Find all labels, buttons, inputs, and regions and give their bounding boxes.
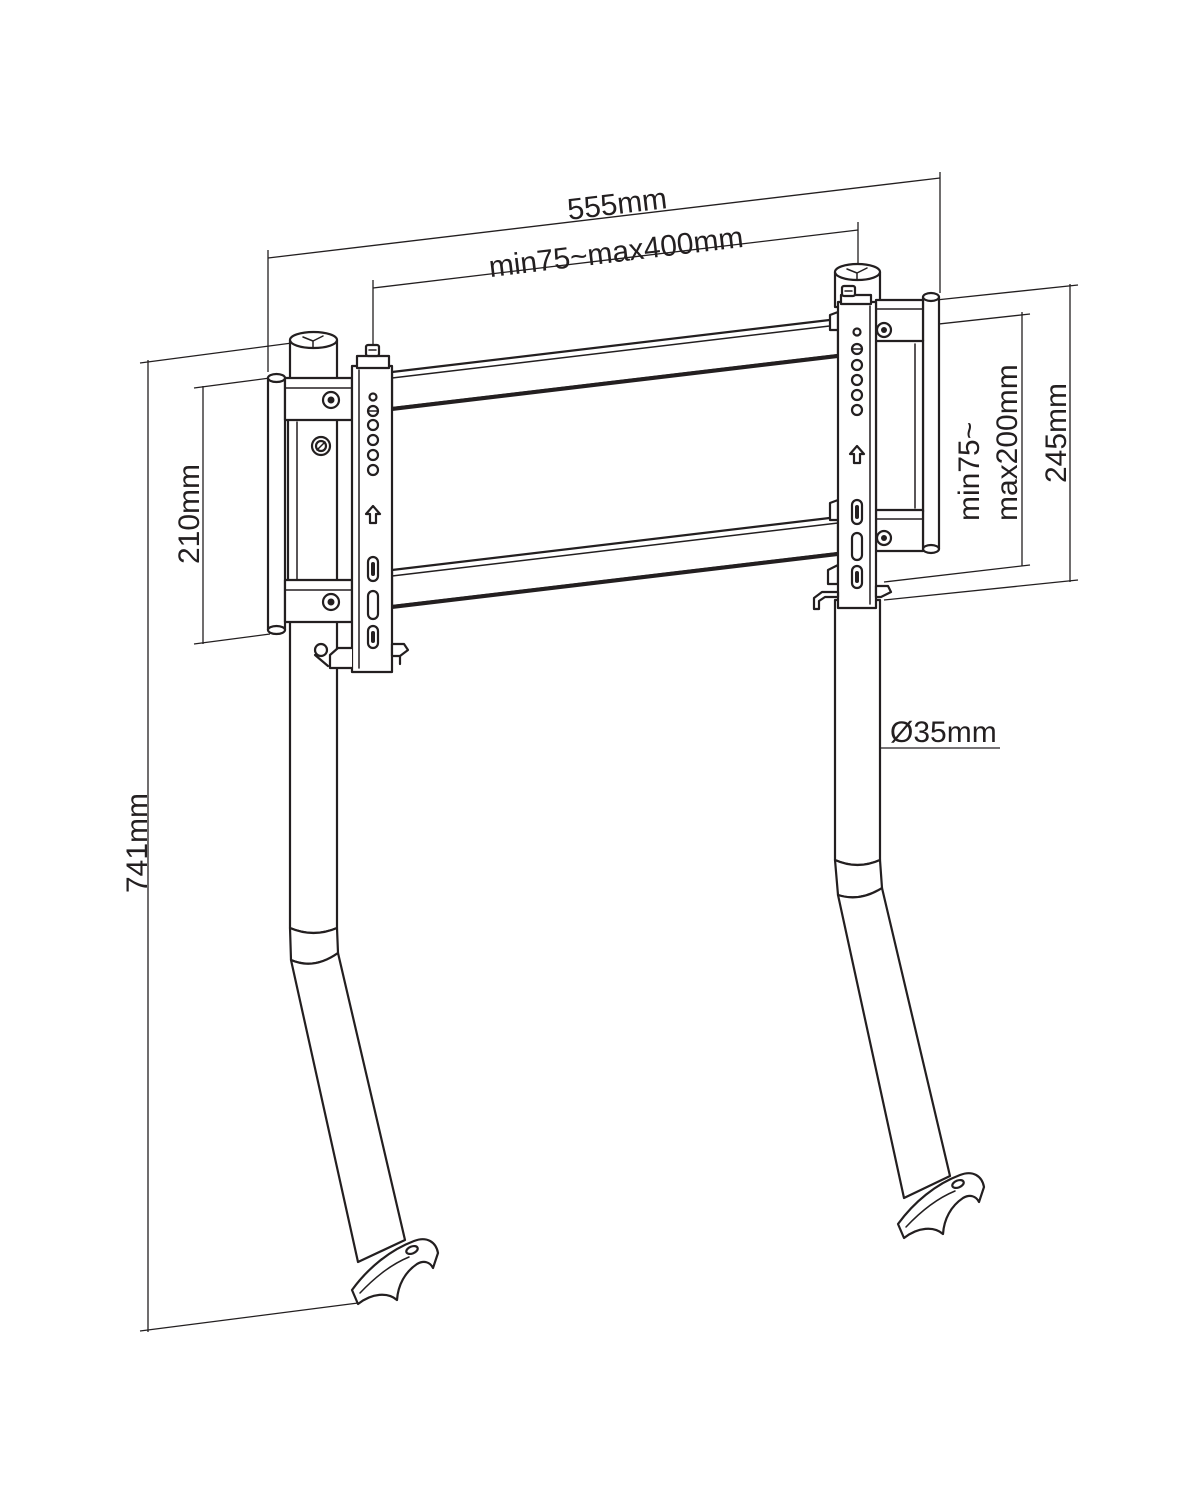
right-vesa-arm bbox=[812, 284, 893, 611]
right-tube-angled bbox=[836, 886, 952, 1200]
foot-screw-hole bbox=[405, 1244, 419, 1256]
mounting-hole bbox=[366, 418, 380, 432]
rail-clip bbox=[828, 498, 840, 522]
mounting-hole bbox=[366, 448, 380, 462]
label-total-height: 741mm bbox=[121, 793, 154, 893]
safety-hook bbox=[812, 590, 840, 611]
right-leg bbox=[833, 598, 952, 1200]
mounting-hole bbox=[850, 403, 864, 417]
right-pole-bracket bbox=[874, 291, 941, 555]
extension-line bbox=[193, 633, 271, 645]
upper-rail-channel bbox=[391, 324, 839, 379]
right-bracket-plate bbox=[874, 338, 925, 514]
foot-saddle bbox=[350, 1238, 440, 1306]
left-upper-block bbox=[283, 376, 354, 422]
right-pin-bottom bbox=[921, 543, 941, 555]
safety-hook-latch bbox=[313, 653, 330, 668]
right-foot bbox=[896, 1172, 986, 1240]
right-pin bbox=[921, 295, 941, 551]
left-pole-bracket bbox=[266, 372, 354, 636]
mounting-hole bbox=[368, 392, 378, 402]
mounting-hole bbox=[852, 327, 862, 337]
lower-rail bbox=[390, 515, 840, 609]
dimension-line bbox=[267, 177, 941, 259]
extension-line bbox=[883, 564, 1031, 583]
upper-rail bbox=[390, 317, 840, 411]
dimension-plate-height bbox=[883, 284, 1079, 601]
foot-saddle-fold bbox=[359, 1256, 410, 1294]
foot-saddle-fold bbox=[905, 1190, 956, 1228]
mounting-hole bbox=[366, 433, 380, 447]
dimension-bracket-height bbox=[193, 377, 271, 645]
mounting-hole bbox=[366, 463, 380, 477]
right-tube-vertical bbox=[833, 598, 882, 867]
left-pin bbox=[266, 376, 287, 632]
extension-line bbox=[935, 284, 1079, 301]
up-arrow-icon bbox=[364, 504, 382, 525]
bolt-center bbox=[881, 535, 887, 541]
label-plate-height: 245mm bbox=[1040, 383, 1073, 483]
mounting-hole bbox=[850, 358, 864, 372]
locking-knob-slot bbox=[316, 441, 326, 451]
cap-mark bbox=[302, 335, 324, 348]
mounting-hole bbox=[850, 373, 864, 387]
left-vesa-arm bbox=[313, 343, 410, 674]
bolt-center bbox=[327, 396, 335, 404]
label-vesa-height-line1: min75~ bbox=[953, 422, 986, 521]
lower-rail-channel bbox=[391, 522, 839, 577]
left-pin-bottom bbox=[266, 624, 287, 636]
rail-clip bbox=[826, 563, 840, 586]
cap-mark bbox=[846, 267, 868, 280]
safety-hook-ring bbox=[313, 642, 329, 658]
extension-line bbox=[139, 342, 293, 364]
up-arrow-icon bbox=[848, 444, 866, 465]
mounting-slot bbox=[366, 589, 380, 621]
label-bracket-height: 210mm bbox=[173, 464, 206, 564]
bolt-center bbox=[881, 327, 887, 333]
mounting-hole bbox=[850, 388, 864, 402]
left-pin-top bbox=[266, 372, 287, 384]
left-tube-angled bbox=[289, 951, 407, 1264]
dimension-lines bbox=[139, 172, 1079, 1332]
mounting-slot bbox=[850, 531, 864, 562]
bolt-center bbox=[327, 598, 335, 606]
dimension-total-height bbox=[139, 342, 359, 1332]
label-vesa-width: min75~max400mm bbox=[487, 221, 745, 284]
foot-screw-hole bbox=[951, 1178, 965, 1190]
left-foot bbox=[350, 1238, 440, 1306]
plate-top-tab bbox=[355, 354, 391, 370]
dimension-overall-width bbox=[267, 172, 941, 372]
foot-saddle bbox=[896, 1172, 986, 1240]
label-tube-diameter: Ø35mm bbox=[890, 716, 997, 749]
safety-hook bbox=[874, 584, 893, 599]
upper-rail-edge bbox=[390, 354, 840, 411]
safety-hook bbox=[328, 646, 354, 670]
slot-insert bbox=[371, 562, 375, 576]
left-leg bbox=[288, 618, 407, 1264]
label-overall-width: 555mm bbox=[566, 182, 669, 227]
plate-side-tab bbox=[390, 642, 410, 658]
slot-insert bbox=[371, 631, 375, 643]
extension-line bbox=[193, 377, 271, 389]
lower-rail-edge bbox=[390, 552, 840, 609]
right-pin-top bbox=[921, 291, 941, 303]
extension-line bbox=[139, 1302, 359, 1332]
rail-clip bbox=[828, 310, 840, 332]
label-vesa-height-line2: max200mm bbox=[991, 364, 1024, 521]
slot-insert bbox=[855, 505, 859, 519]
slot-insert bbox=[855, 571, 859, 583]
extension-line bbox=[883, 579, 1079, 601]
dimension-line bbox=[372, 229, 859, 289]
left-lower-block bbox=[283, 578, 354, 624]
dimension-vesa-width bbox=[372, 222, 859, 345]
